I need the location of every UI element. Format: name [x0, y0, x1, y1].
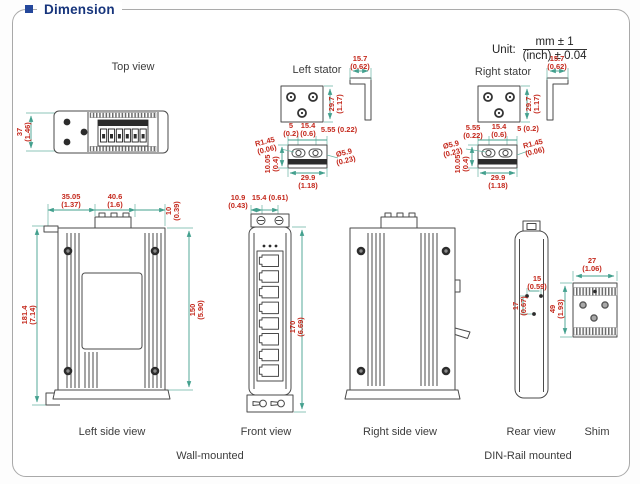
- din-clip-lever: [454, 327, 471, 339]
- dim-right-stator-slot-span: 15.4 (0.6): [491, 122, 507, 139]
- mount-slot: [308, 148, 323, 158]
- mount-slot: [498, 148, 513, 158]
- dim-left-stator-offset-left: 5 (0.2): [283, 121, 299, 138]
- dim-left-side-total-height: 181.4 (7.14): [20, 305, 37, 325]
- terminal-block: [94, 216, 132, 229]
- mount-hole: [525, 294, 529, 298]
- label-right-stator: Right stator: [474, 66, 532, 78]
- unit-note: Unit: mm ± 1 (inch) ± 0.04: [492, 36, 587, 63]
- dim-rear-hole-drop: 17 (0.67): [511, 296, 528, 316]
- mount-slot: [291, 148, 306, 158]
- stator-bracket: [349, 77, 372, 121]
- shim-hole: [590, 314, 598, 322]
- left-side-view-drawing: [32, 204, 193, 406]
- dim-right-stator-width: 29.9 (1.18): [488, 173, 508, 190]
- screw-hole: [63, 118, 71, 126]
- led-indicator: [262, 244, 266, 248]
- right-stator-drawing: [477, 68, 569, 123]
- shim-drawing: [560, 271, 618, 338]
- shim-hole: [601, 301, 609, 309]
- dim-left-stator-bracket: 15.7 (0.62): [350, 54, 370, 71]
- label-front-view: Front view: [240, 426, 292, 438]
- screw-hole: [80, 128, 88, 136]
- terminal-block: [97, 119, 149, 147]
- shim-hole: [579, 301, 587, 309]
- label-left-stator: Left stator: [292, 64, 342, 76]
- keyhole-slots: [252, 399, 285, 408]
- unit-tolerance: mm ± 1 (inch) ± 0.04: [522, 36, 587, 63]
- cooling-fins: [66, 233, 162, 388]
- led-indicator: [268, 244, 272, 248]
- dim-left-stator-offset-right: 5.55 (0.22): [320, 125, 358, 134]
- mount-slot: [481, 148, 496, 158]
- dim-right-stator-height: 29.7 (1.17): [524, 94, 541, 114]
- dim-right-stator-bracket: 15.7 (0.62): [547, 54, 567, 71]
- dim-right-stator-depth: 10.05 (0.4): [453, 154, 470, 174]
- right-stator-mount-drawing: [465, 136, 529, 177]
- dim-front-height: 170 (6.69): [288, 317, 305, 337]
- label-rear-view: Rear view: [506, 426, 556, 438]
- dim-right-stator-offset-right: 5 (0.2): [517, 124, 539, 133]
- left-stator-mount-drawing: [278, 136, 339, 177]
- cooling-fins: [84, 352, 98, 388]
- unit-mm-tolerance: mm ± 1: [522, 36, 587, 50]
- din-clip-tab: [522, 220, 541, 233]
- led-indicator: [274, 244, 278, 248]
- label-right-side-view: Right side view: [363, 426, 437, 438]
- cooling-fins: [367, 233, 438, 386]
- screw-holes: [356, 246, 451, 376]
- top-view-drawing: [26, 110, 169, 154]
- side-recess: [81, 272, 143, 350]
- front-view-drawing: [246, 205, 306, 413]
- dim-left-side-body-height: 150 (5.90): [188, 300, 205, 320]
- dim-right-stator-offset-left: 5.55 (0.22): [463, 123, 483, 140]
- label-left-side-view: Left side view: [78, 426, 146, 438]
- mount-hole: [539, 294, 543, 298]
- screw-holes: [63, 246, 160, 376]
- dim-left-stator-width: 29.9 (1.18): [298, 173, 318, 190]
- right-side-view-drawing: [344, 212, 471, 400]
- dim-left-side-front-depth: 35.05 (1.37): [61, 192, 81, 209]
- dim-front-offset: 10.9 (0.43): [228, 193, 248, 210]
- hatch-strip: [89, 146, 157, 152]
- dim-rear-hole-span: 15 (0.59): [527, 274, 547, 291]
- dim-shim-width: 27 (1.06): [582, 256, 602, 273]
- dim-left-side-rear-depth: 10 (0.39): [164, 201, 181, 221]
- dim-shim-height: 49 (1.93): [548, 299, 565, 319]
- rj45-ports: [258, 254, 279, 377]
- unit-label: Unit:: [492, 43, 516, 56]
- label-din-rail-mounted: DIN-Rail mounted: [484, 450, 572, 462]
- left-stator-drawing: [280, 68, 372, 123]
- wall-bracket-flange: [43, 225, 59, 233]
- label-wall-mounted: Wall-mounted: [176, 450, 244, 462]
- din-clip-bump: [454, 279, 461, 293]
- title-bullet-icon: [25, 5, 33, 13]
- dim-front-block-width: 15.4 (0.61): [251, 193, 289, 202]
- dim-left-stator-slot-span: 15.4 (0.6): [300, 121, 316, 138]
- dim-left-stator-depth: 10.05 (0.4): [263, 154, 280, 174]
- label-shim: Shim: [584, 426, 610, 438]
- unit-inch-tolerance: (inch) ± 0.04: [522, 50, 587, 62]
- dim-left-side-mid-depth: 40.6 (1.6): [107, 192, 123, 209]
- dim-left-stator-height: 29.7 (1.17): [327, 94, 344, 114]
- hatch-strip: [89, 112, 157, 118]
- label-top-view: Top view: [111, 61, 155, 73]
- screw-hole: [63, 138, 71, 146]
- terminal-block: [380, 216, 418, 229]
- mount-hole: [532, 312, 536, 316]
- rear-view-drawing: [514, 220, 549, 399]
- hatch-strip: [572, 327, 618, 336]
- page-title: Dimension: [37, 2, 122, 17]
- dim-top-depth: 37 (1.46): [15, 122, 32, 142]
- stator-bracket: [546, 77, 569, 121]
